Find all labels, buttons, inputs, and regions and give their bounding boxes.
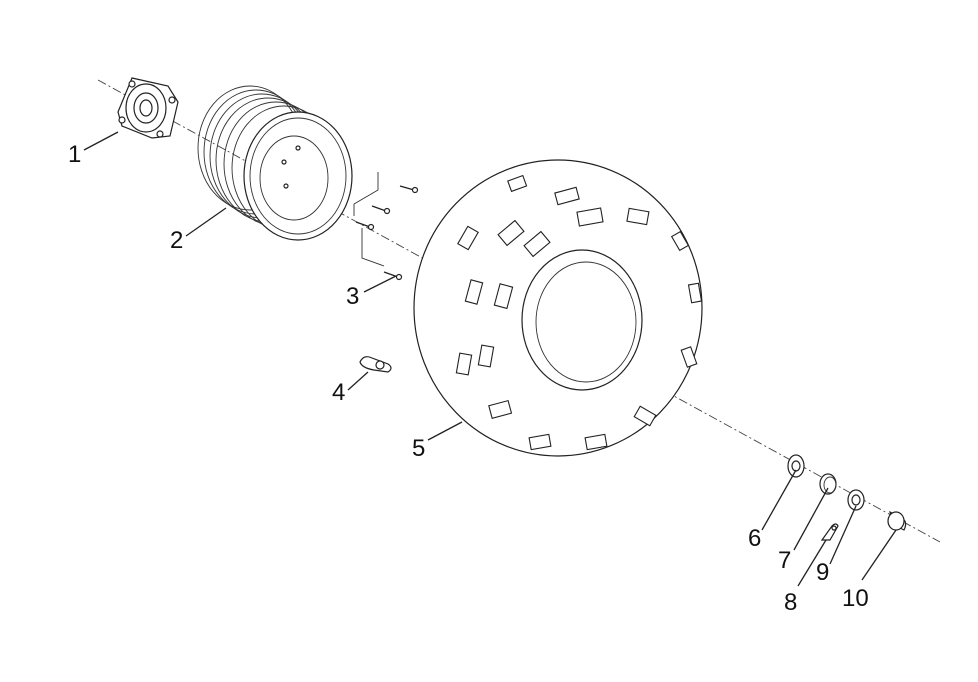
oil-seal[interactable] (787, 454, 805, 478)
callout-5: 5 (412, 435, 425, 462)
wheel-bolts[interactable] (353, 172, 419, 281)
callout-7: 7 (778, 547, 791, 574)
wheel-hub[interactable] (117, 77, 179, 139)
callout-8: 8 (784, 589, 797, 616)
spacer-ring[interactable] (819, 473, 837, 495)
wheel-rim[interactable] (197, 85, 353, 241)
hub-cap[interactable] (887, 510, 907, 531)
callout-1: 1 (68, 141, 81, 168)
callout-4: 4 (332, 379, 345, 406)
callout-labels: 1 2 3 4 5 6 7 8 9 10 (68, 141, 869, 616)
cotter-pin[interactable] (820, 523, 839, 541)
callout-9: 9 (816, 559, 829, 586)
callout-6: 6 (748, 525, 761, 552)
callout-10: 10 (842, 585, 869, 612)
leader-lines (83, 131, 897, 587)
tire[interactable] (413, 159, 703, 457)
callout-3: 3 (346, 283, 359, 310)
valve-stem[interactable] (359, 356, 392, 373)
callout-2: 2 (170, 227, 183, 254)
castle-nut[interactable] (847, 489, 865, 511)
tire-tread (455, 174, 703, 451)
